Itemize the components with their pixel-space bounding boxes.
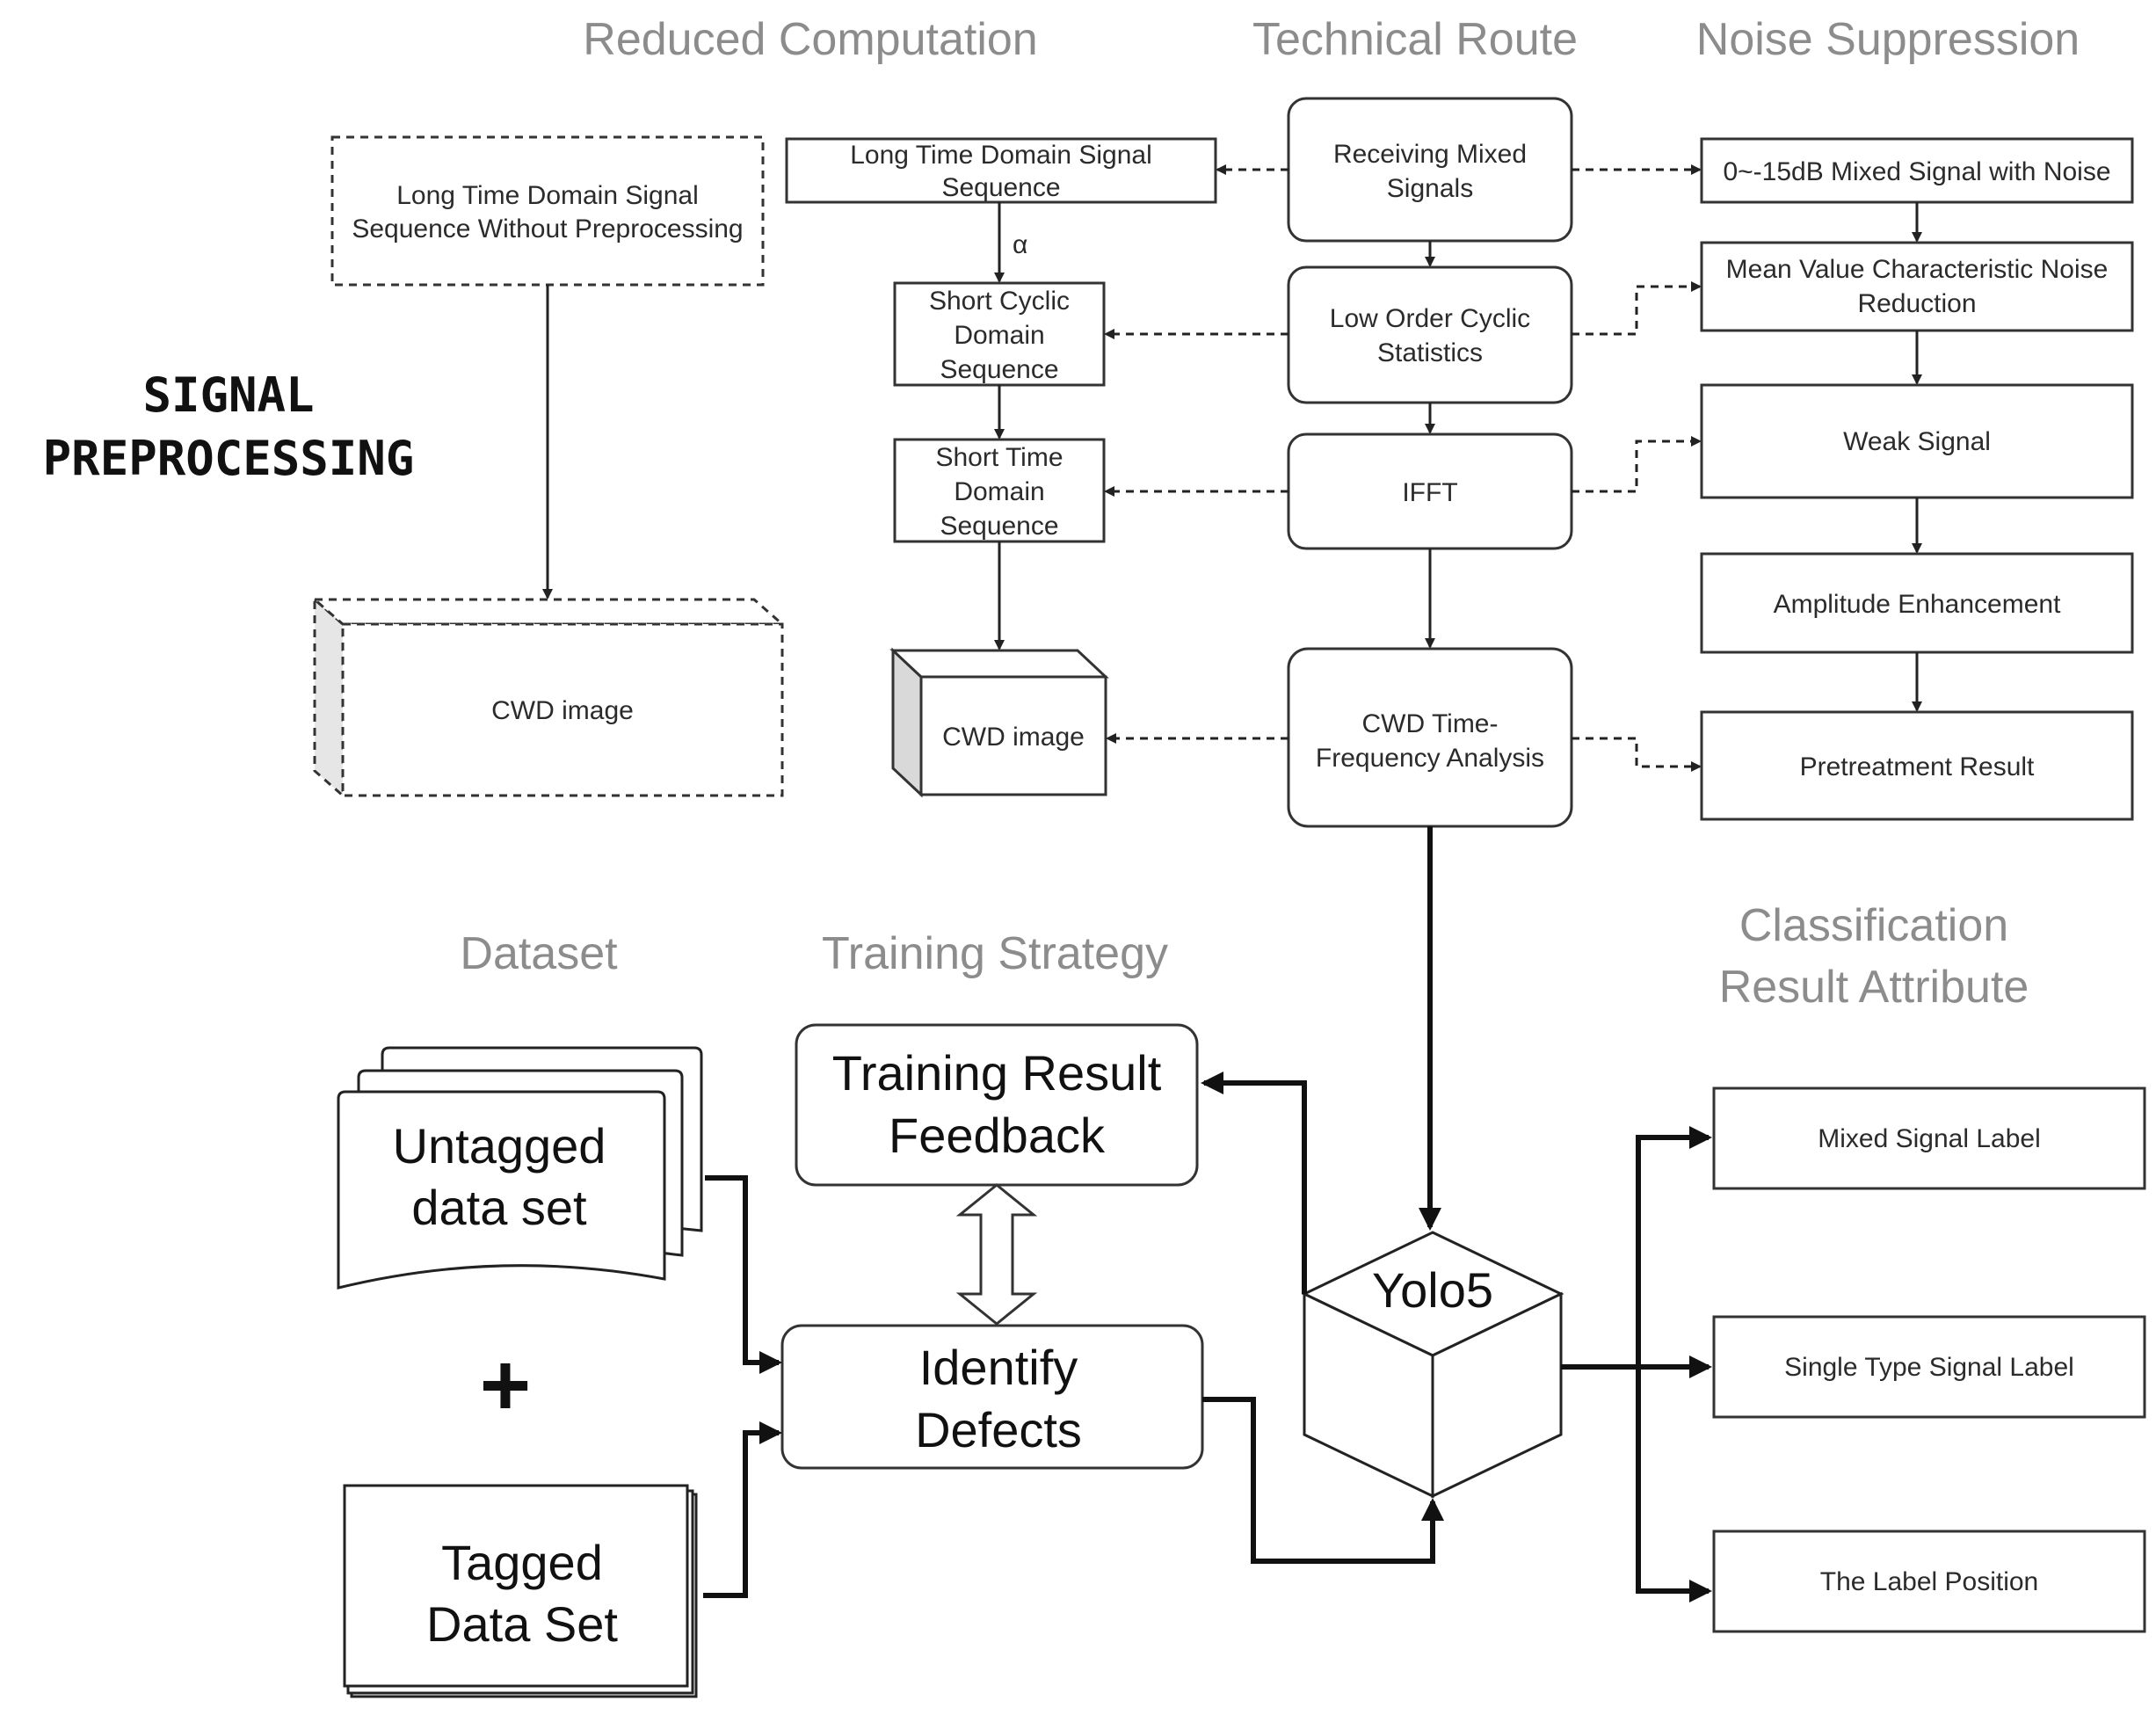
untagged-line-1: Untagged bbox=[393, 1118, 606, 1174]
label-position-text: The Label Position bbox=[1820, 1567, 2039, 1596]
weak-signal-box bbox=[1700, 383, 2134, 499]
header-noise-suppression: Noise Suppression bbox=[1696, 14, 2080, 65]
feedback-line-2: Feedback bbox=[889, 1108, 1106, 1163]
double-arrow bbox=[955, 1183, 1038, 1326]
weak-signal-label: Weak Signal bbox=[1843, 427, 1991, 456]
cwd-tf-line-2: Frequency Analysis bbox=[1316, 744, 1544, 773]
header-classification-line-2: Result Attribute bbox=[1719, 962, 2029, 1013]
signal-preprocessing-label-1: SIGNAL bbox=[142, 367, 314, 423]
cwd-image-cube bbox=[889, 647, 1109, 798]
header-dataset: Dataset bbox=[460, 928, 618, 979]
untagged-line-2: data set bbox=[411, 1180, 587, 1235]
short-cyclic-box bbox=[893, 281, 1106, 387]
feedback-line-1: Training Result bbox=[832, 1045, 1162, 1101]
mixed-label-box bbox=[1712, 1086, 2146, 1190]
untagged-data-set-shape bbox=[337, 1046, 703, 1290]
cwd-image-left-label: CWD image bbox=[491, 696, 634, 725]
mean-value-line-2: Reduction bbox=[1857, 289, 1976, 318]
arrow-tagged-to-identify bbox=[703, 1421, 782, 1598]
label-position-box bbox=[1712, 1530, 2146, 1633]
long-seq-line-1: Long Time Domain Signal bbox=[850, 141, 1152, 170]
header-technical-route: Technical Route bbox=[1252, 14, 1578, 65]
identify-line-2: Defects bbox=[915, 1402, 1082, 1457]
short-cyclic-line-1: Short Cyclic bbox=[929, 287, 1070, 316]
short-cyclic-line-2: Domain bbox=[954, 321, 1044, 350]
short-time-box bbox=[893, 438, 1106, 543]
mixed-label-text: Mixed Signal Label bbox=[1818, 1124, 2041, 1153]
tagged-line-2: Data Set bbox=[426, 1596, 618, 1652]
pretreatment-label: Pretreatment Result bbox=[1800, 752, 2035, 781]
tagged-line-1: Tagged bbox=[441, 1535, 603, 1590]
ifft-label: IFFT bbox=[1402, 478, 1457, 507]
tagged-data-set-shape bbox=[343, 1484, 698, 1698]
arrow-yolo-to-mixed-label bbox=[1561, 1126, 1712, 1370]
single-label-box bbox=[1712, 1315, 2146, 1419]
arrow-ifft-to-weak-signal bbox=[1572, 436, 1702, 493]
receiving-line-1: Receiving Mixed bbox=[1333, 140, 1527, 169]
arrow-yolo-to-feedback bbox=[1201, 1072, 1307, 1294]
yolo5-cube bbox=[1301, 1231, 1564, 1499]
long-seq-box bbox=[785, 137, 1217, 204]
cwd-tf-line-1: CWD Time- bbox=[1362, 709, 1499, 738]
single-label-text: Single Type Signal Label bbox=[1784, 1353, 2074, 1382]
long-seq-no-preprocess-box bbox=[330, 135, 765, 287]
header-classification-line-1: Classification bbox=[1739, 900, 2008, 951]
mean-value-box bbox=[1700, 241, 2134, 332]
amplitude-box bbox=[1700, 552, 2134, 654]
header-reduced-computation: Reduced Computation bbox=[583, 14, 1037, 65]
mixed-signal-label: 0~-15dB Mixed Signal with Noise bbox=[1723, 157, 2110, 186]
arrow-identify-to-yolo bbox=[1202, 1397, 1444, 1564]
amplitude-label: Amplitude Enhancement bbox=[1774, 590, 2062, 619]
short-time-line-3: Sequence bbox=[940, 512, 1058, 541]
arrow-cwd-tf-to-pretreatment bbox=[1572, 737, 1702, 772]
long-seq-line-2: Sequence bbox=[941, 173, 1060, 202]
mean-value-line-1: Mean Value Characteristic Noise bbox=[1726, 255, 2109, 284]
alpha-label: α bbox=[1013, 230, 1027, 259]
arrow-low-order-to-mean-value bbox=[1572, 281, 1702, 336]
receiving-box bbox=[1287, 97, 1573, 243]
pretreatment-box bbox=[1700, 710, 2134, 821]
low-order-line-1: Low Order Cyclic bbox=[1330, 304, 1530, 333]
signal-preprocessing-label-2: PREPROCESSING bbox=[43, 431, 415, 486]
cwd-image-label: CWD image bbox=[942, 723, 1085, 752]
plus-sign: + bbox=[480, 1336, 531, 1435]
arrow-untagged-to-identify bbox=[705, 1175, 782, 1374]
long-seq-no-preprocess-line-2: Sequence Without Preprocessing bbox=[352, 214, 743, 243]
short-cyclic-line-3: Sequence bbox=[940, 355, 1058, 384]
low-order-box bbox=[1287, 265, 1573, 404]
short-time-line-2: Domain bbox=[954, 477, 1044, 506]
identify-line-1: Identify bbox=[919, 1340, 1078, 1395]
low-order-line-2: Statistics bbox=[1377, 338, 1483, 367]
receiving-line-2: Signals bbox=[1387, 174, 1473, 203]
yolo5-label: Yolo5 bbox=[1372, 1262, 1493, 1318]
long-seq-no-preprocess-line-1: Long Time Domain Signal bbox=[396, 181, 699, 210]
short-time-line-1: Short Time bbox=[935, 443, 1063, 472]
cwd-image-left-cube bbox=[311, 596, 786, 799]
arrow-yolo-to-label-position bbox=[1636, 1367, 1712, 1602]
header-training-strategy: Training Strategy bbox=[822, 928, 1168, 979]
